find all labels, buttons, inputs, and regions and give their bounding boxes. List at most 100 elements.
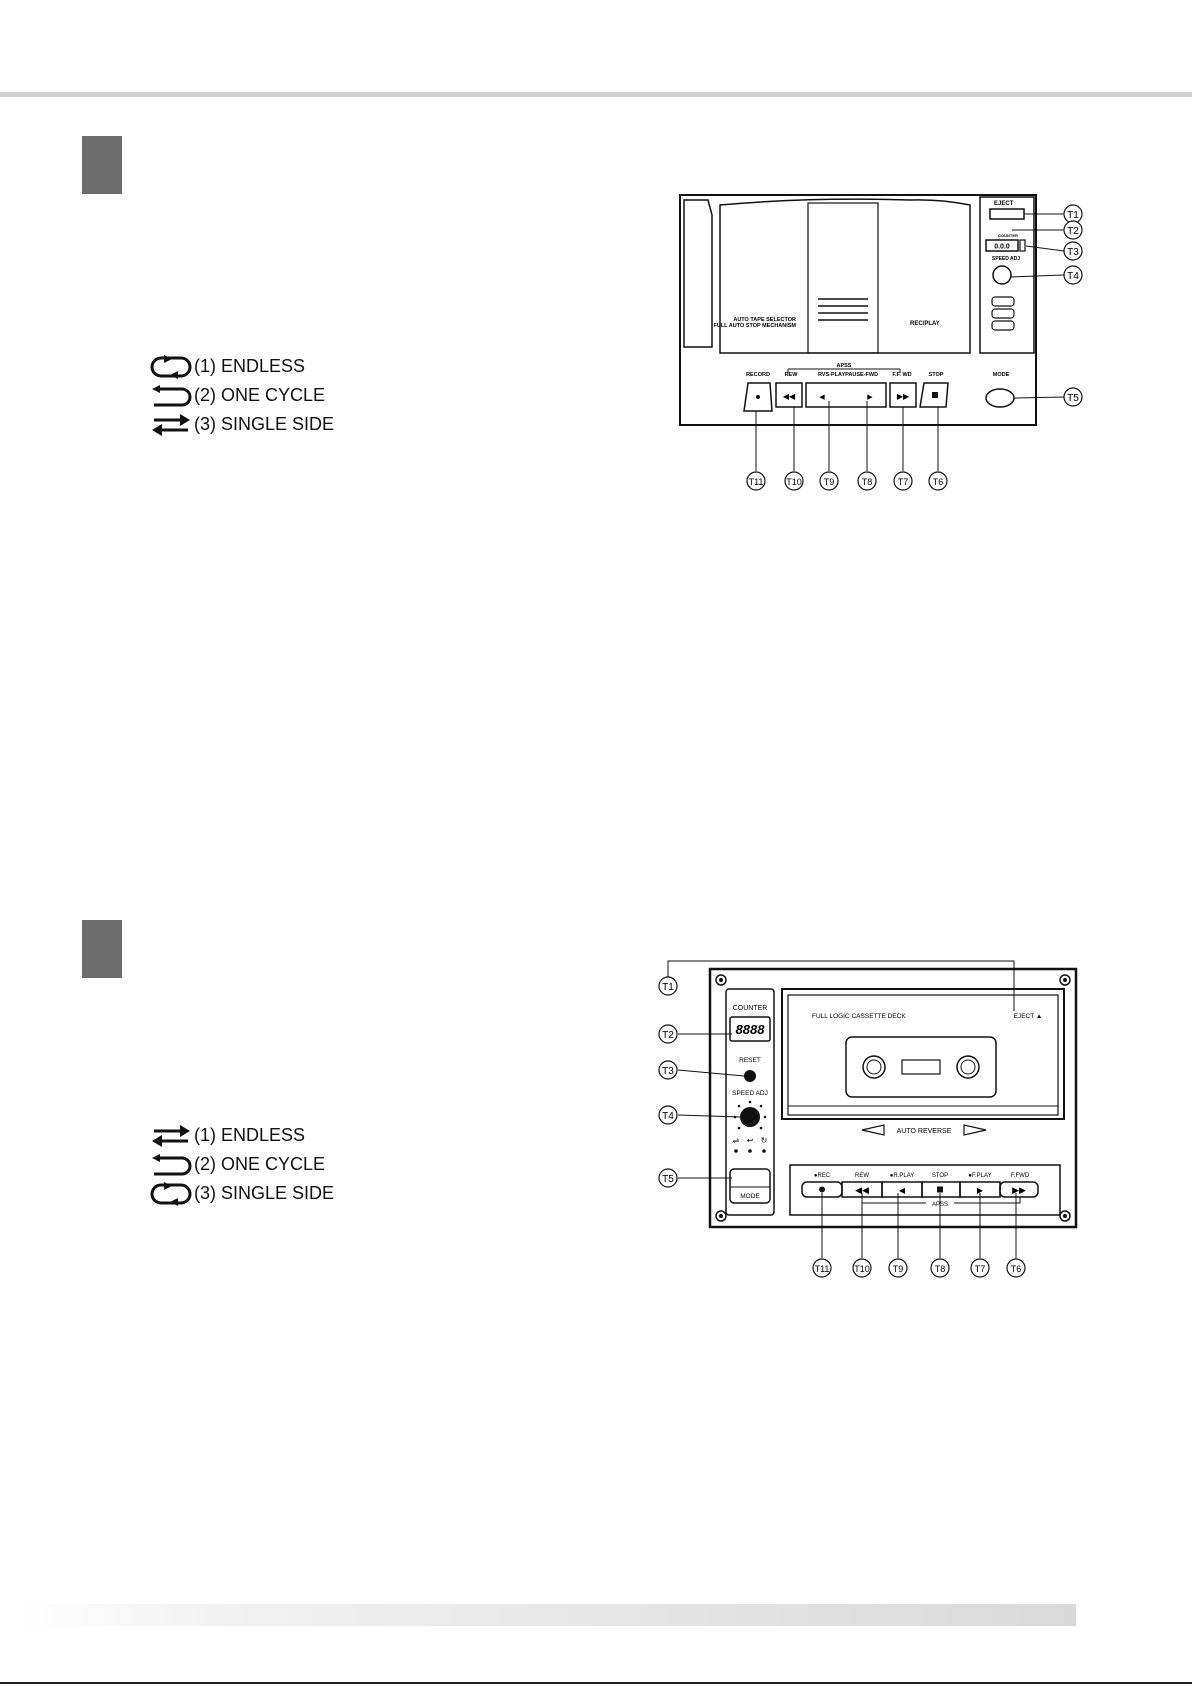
counter-reset-button[interactable] bbox=[1019, 239, 1026, 252]
legend-label: (2) ONE CYCLE bbox=[194, 385, 326, 405]
svg-text:T2: T2 bbox=[1067, 226, 1079, 237]
play-pause-bar[interactable] bbox=[805, 382, 887, 408]
callout-t11: T11 bbox=[812, 1258, 832, 1278]
deck-left-slot bbox=[683, 199, 713, 348]
callout-t10: T10 bbox=[852, 1258, 872, 1278]
callout-t2: T2 bbox=[1063, 220, 1083, 240]
eject-label[interactable]: EJECT ▲ bbox=[1014, 1013, 1043, 1020]
auto-reverse-label: AUTO REVERSE bbox=[897, 1128, 952, 1135]
counter-label: COUNTER bbox=[733, 1005, 768, 1012]
callout-t6: T6 bbox=[928, 471, 948, 491]
counter-display bbox=[985, 239, 1019, 252]
callout-t4: T4 bbox=[1063, 265, 1083, 285]
callout-t3: T3 bbox=[658, 1060, 678, 1080]
svg-text:T6: T6 bbox=[1011, 1264, 1022, 1274]
single-side-indicator-icon: ⇌ bbox=[733, 1136, 740, 1145]
svg-text:T5: T5 bbox=[1067, 393, 1079, 404]
record-button[interactable] bbox=[743, 382, 773, 412]
svg-text:T1: T1 bbox=[662, 982, 674, 993]
one-cycle-mode-indicator bbox=[991, 308, 1015, 319]
svg-text:T10: T10 bbox=[786, 477, 802, 487]
svg-text:◀◀: ◀◀ bbox=[783, 392, 796, 401]
legend-item-endless: (1) ENDLESS bbox=[150, 352, 334, 381]
mode-label: MODE bbox=[993, 372, 1010, 378]
stop-button[interactable] bbox=[919, 382, 949, 408]
header-rule bbox=[0, 92, 1192, 97]
svg-text:▶▶: ▶▶ bbox=[1012, 1185, 1026, 1195]
stop-label: STOP bbox=[929, 372, 944, 378]
svg-text:T4: T4 bbox=[662, 1111, 674, 1122]
legend-label: (3) SINGLE SIDE bbox=[194, 1183, 335, 1203]
footer-rule bbox=[0, 1682, 1192, 1684]
rplay-label: ●R.PLAY bbox=[890, 1173, 915, 1179]
svg-text:T9: T9 bbox=[893, 1264, 904, 1274]
endless-loop-icon bbox=[150, 1181, 192, 1206]
legend-item-one-cycle: (2) ONE CYCLE bbox=[150, 381, 334, 410]
single-side-arrows-icon bbox=[152, 1124, 190, 1147]
transport-panel bbox=[789, 1164, 1061, 1216]
ffwd-label: F.FWD bbox=[1011, 1173, 1030, 1179]
rew-label: REW bbox=[785, 372, 799, 378]
cassette-deck-diagram-1: AUTO TAPE SELECTOR FULL AUTO STOP MECHAN… bbox=[679, 194, 1083, 491]
tape-mode-legend-2: (1) ENDLESS (2) ONE CYCLE (3) SINGLE SID… bbox=[150, 1121, 334, 1208]
mode-label: MODE bbox=[740, 1193, 760, 1200]
svg-text:▶▶: ▶▶ bbox=[897, 392, 910, 401]
record-label: RECORD bbox=[746, 372, 770, 378]
speed-adj-knob[interactable] bbox=[740, 1107, 760, 1127]
single-side-mode-indicator bbox=[991, 320, 1015, 331]
svg-text:T8: T8 bbox=[935, 1264, 946, 1274]
svg-text:◀◀: ◀◀ bbox=[855, 1185, 869, 1195]
speed-adj-knob[interactable] bbox=[992, 265, 1012, 285]
counter-digits: 0.0.0 bbox=[994, 244, 1010, 251]
ffwd-label: F.F. WD bbox=[892, 372, 911, 378]
endless-indicator-icon: ↻ bbox=[761, 1136, 768, 1145]
counter-digits: 8888 bbox=[736, 1022, 766, 1037]
cassette-window bbox=[807, 202, 879, 354]
callout-t8: T8 bbox=[930, 1258, 950, 1278]
cassette-window bbox=[845, 1036, 997, 1098]
callout-t3: T3 bbox=[1063, 241, 1083, 261]
stop-label: STOP bbox=[932, 1173, 948, 1179]
callout-t9: T9 bbox=[819, 471, 839, 491]
section-marker-1 bbox=[82, 136, 122, 194]
callout-t10: T10 bbox=[784, 471, 804, 491]
callout-t4: T4 bbox=[658, 1105, 678, 1125]
right-control-panel bbox=[979, 196, 1035, 354]
rew-button[interactable] bbox=[775, 382, 803, 408]
one-cycle-indicator-icon: ↩ bbox=[747, 1136, 754, 1145]
tape-mode-legend-1: (1) ENDLESS (2) ONE CYCLE (3) SINGLE SID… bbox=[150, 352, 334, 439]
mode-button[interactable] bbox=[729, 1168, 771, 1204]
eject-button[interactable] bbox=[989, 208, 1025, 220]
fwd-play-button[interactable]: ▶ bbox=[867, 394, 873, 401]
reset-label: RESET bbox=[739, 1057, 761, 1064]
endless-mode-indicator bbox=[991, 296, 1015, 307]
callout-t5: T5 bbox=[1063, 387, 1083, 407]
deck-panel bbox=[679, 194, 1037, 426]
apss-label: APSS bbox=[837, 363, 852, 369]
callout-t1: T1 bbox=[1063, 204, 1083, 224]
deck-title-label: FULL LOGIC CASSETTE DECK bbox=[812, 1013, 906, 1020]
footer-gradient-bar bbox=[18, 1604, 1076, 1626]
rec-play-label: REC/PLAY bbox=[910, 321, 940, 327]
rvs-play-button[interactable]: ◀ bbox=[819, 394, 825, 401]
left-control-column bbox=[725, 988, 775, 1216]
ffwd-button[interactable] bbox=[999, 1181, 1039, 1198]
legend-label: (1) ENDLESS bbox=[194, 356, 306, 376]
cassette-door bbox=[719, 198, 971, 354]
callout-t6: T6 bbox=[1006, 1258, 1026, 1278]
mode-button[interactable] bbox=[985, 388, 1015, 408]
svg-text:T7: T7 bbox=[898, 477, 909, 487]
cassette-door bbox=[787, 994, 1059, 1116]
one-cycle-icon bbox=[152, 1153, 192, 1175]
auto-tape-selector-label: AUTO TAPE SELECTOR bbox=[733, 317, 796, 323]
callout-t11: T11 bbox=[746, 471, 766, 491]
callout-t9: T9 bbox=[888, 1258, 908, 1278]
reset-button[interactable] bbox=[744, 1070, 756, 1082]
svg-text:T1: T1 bbox=[1067, 210, 1079, 221]
section-marker-2 bbox=[82, 920, 122, 978]
callout-t5: T5 bbox=[658, 1168, 678, 1188]
single-side-arrows-icon bbox=[152, 413, 190, 436]
counter-display bbox=[729, 1016, 771, 1042]
legend-label: (2) ONE CYCLE bbox=[194, 1154, 326, 1174]
legend-item-single-side: (3) SINGLE SIDE bbox=[150, 1179, 334, 1208]
